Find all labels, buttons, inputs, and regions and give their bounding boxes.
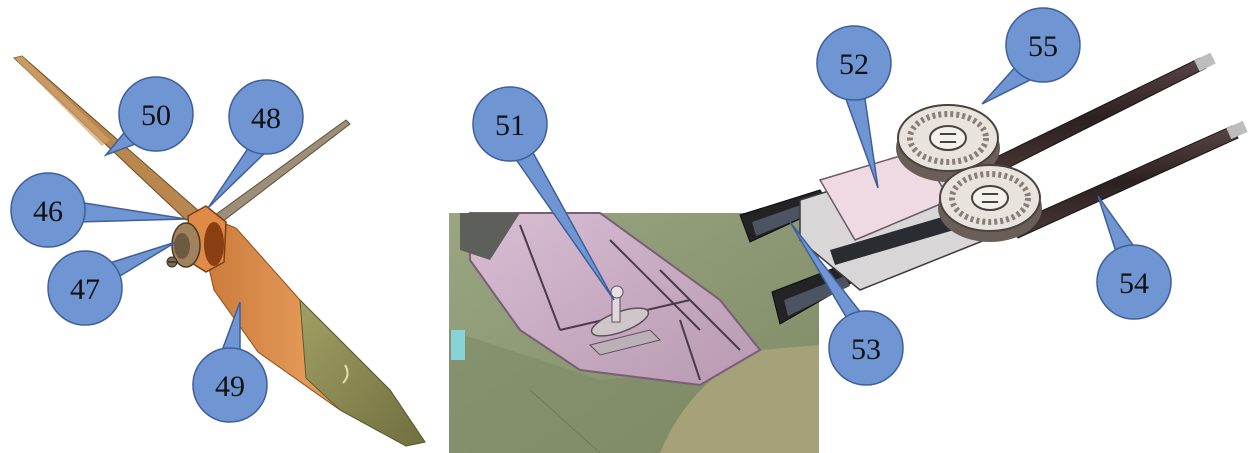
callout-51-label: 51 xyxy=(495,109,525,142)
callout-55-label: 55 xyxy=(1028,30,1058,63)
callout-47-label: 47 xyxy=(70,273,100,306)
cockpit-illustration xyxy=(449,213,819,453)
callout-50-label: 50 xyxy=(141,99,171,132)
callout-46-label: 46 xyxy=(33,195,63,228)
callout-54-label: 54 xyxy=(1119,267,1149,300)
callout-53-label: 53 xyxy=(851,333,881,366)
callout-48-label: 48 xyxy=(251,102,281,135)
callout-47: 47 xyxy=(48,242,176,325)
drum-magazine-lower xyxy=(938,165,1042,242)
callout-52-label: 52 xyxy=(839,48,869,81)
callout-49-label: 49 xyxy=(215,370,245,403)
callout-55: 55 xyxy=(982,8,1080,104)
callout-50: 50 xyxy=(106,77,193,155)
callout-54: 54 xyxy=(1097,196,1171,319)
